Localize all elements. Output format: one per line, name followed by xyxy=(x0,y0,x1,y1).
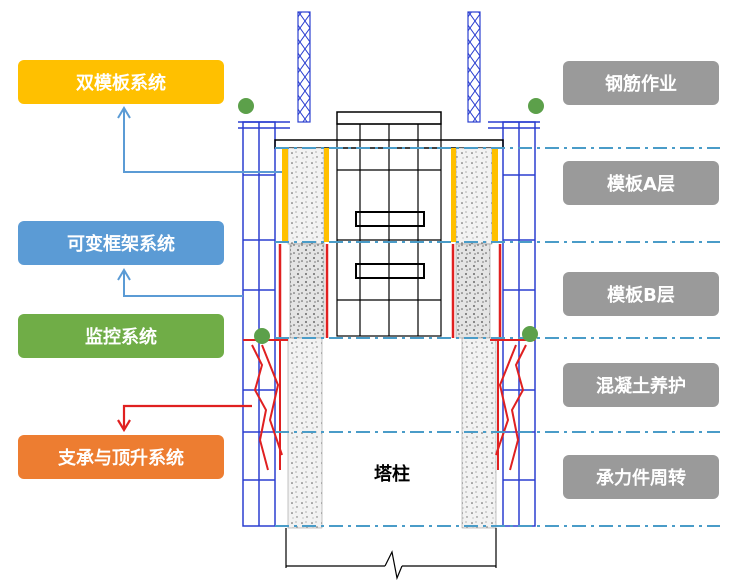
formwork-b-layer-label: 模板B层 xyxy=(563,272,719,316)
tower-column-label: 塔柱 xyxy=(374,463,410,485)
lifting-mast-left xyxy=(297,11,311,123)
connector-support-jacking xyxy=(117,404,252,433)
double-formwork-system-label: 双模板系统 xyxy=(18,60,224,104)
tower-column-base xyxy=(285,528,497,581)
sensor-top-left-icon xyxy=(238,98,254,114)
connector-variable-frame xyxy=(117,268,243,297)
concrete-wall-upper-left xyxy=(287,147,325,245)
outer-frame-left xyxy=(238,121,290,527)
formwork-a-yellow xyxy=(282,148,498,242)
support-jacking-left xyxy=(243,339,288,471)
sensor-top-right-icon xyxy=(528,98,544,114)
monitoring-system-label: 监控系统 xyxy=(18,314,224,358)
bearing-turnover-label: 承力件周转 xyxy=(563,455,719,499)
concrete-wall-middle-left xyxy=(289,243,325,339)
variable-frame-system-label: 可变框架系统 xyxy=(18,221,224,265)
concrete-wall-upper-right xyxy=(455,147,493,245)
formwork-b-red xyxy=(278,244,502,338)
lifting-mast-right xyxy=(467,11,481,123)
support-jacking-system-label: 支承与顶升系统 xyxy=(18,435,224,479)
concrete-wall-middle-right xyxy=(455,243,491,339)
inner-steel-frame xyxy=(336,123,442,337)
sensor-mid-left-icon xyxy=(254,328,270,344)
formwork-a-layer-label: 模板A层 xyxy=(563,161,719,205)
rebar-work-label: 钢筋作业 xyxy=(563,61,719,105)
level-lines xyxy=(275,147,720,527)
monitoring-sensor-icons xyxy=(238,98,544,344)
support-jacking-right xyxy=(490,339,535,471)
concrete-curing-label: 混凝土养护 xyxy=(563,363,719,407)
connector-double-formwork xyxy=(117,106,282,173)
sensor-mid-right-icon xyxy=(522,326,538,342)
